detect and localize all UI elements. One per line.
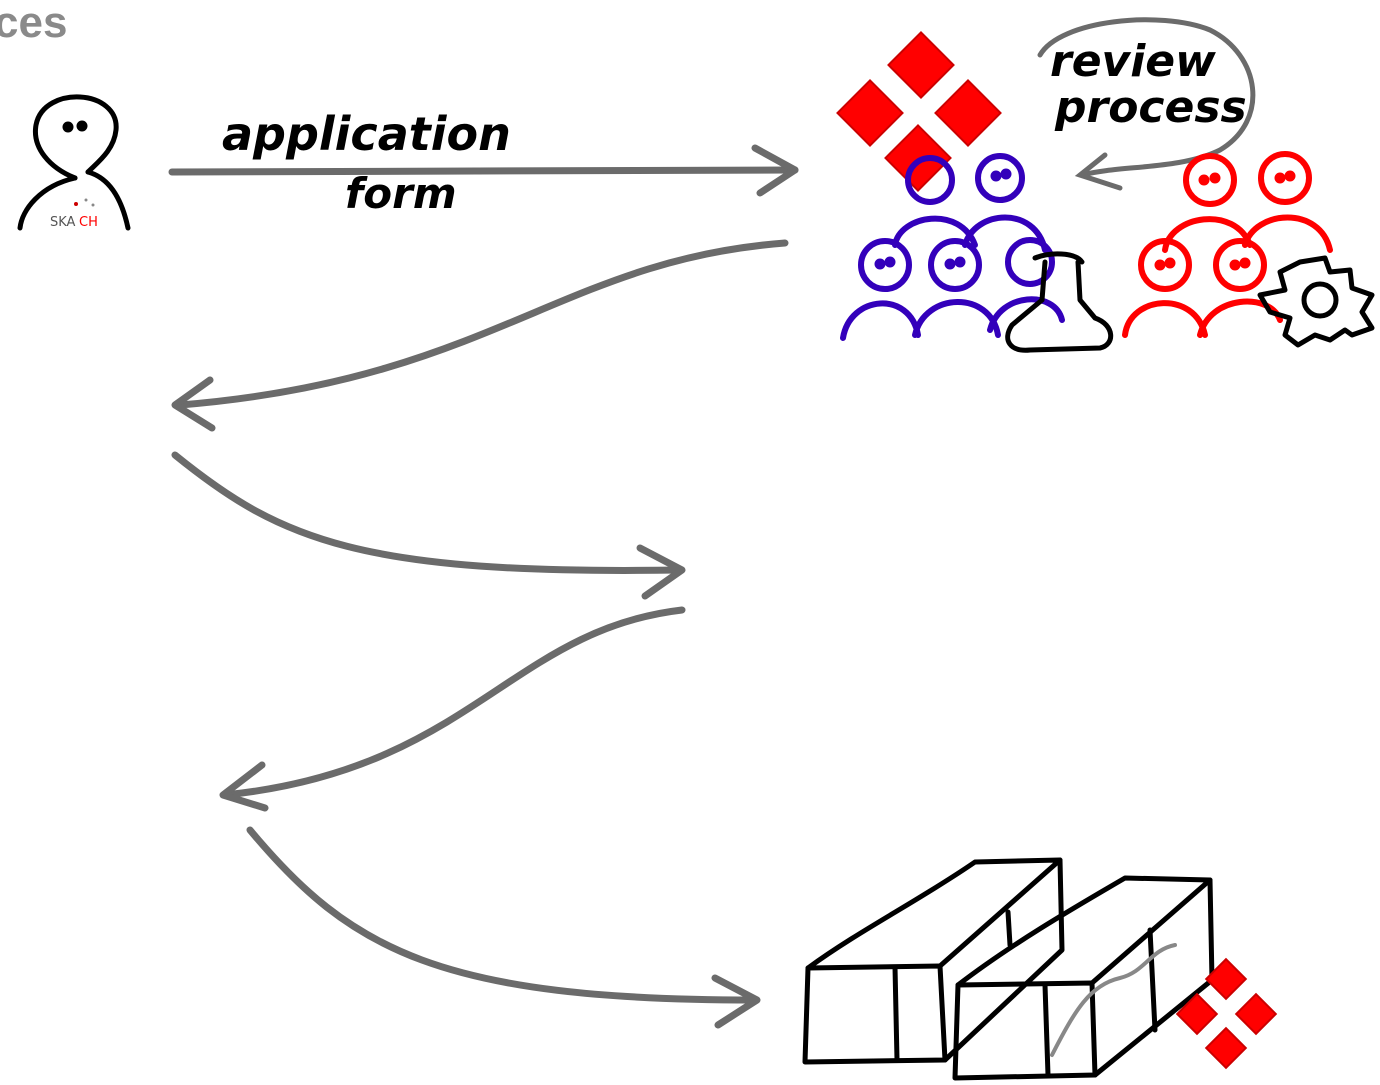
people-group-red-icon [1122,151,1333,338]
data-cubes-icon [802,857,1215,1081]
review-process-label-line2: process [1054,82,1247,133]
flask-icon [1005,251,1114,353]
people-group-purple-icon [840,153,1065,341]
ska-diamond-small-icon [1175,957,1278,1070]
ska-diamond-icon [836,31,1002,192]
flow-arrow-3 [219,606,686,812]
flow-arrow-1 [171,239,789,432]
data-cubes-chart-line [1050,943,1177,1057]
application-form-label-line2: form [345,169,457,218]
ska-logo-icon: SKA CH [50,198,98,230]
person-icon [17,94,131,231]
svg-text:CH: CH [79,215,98,230]
application-form-label-line1: application [222,107,511,161]
flow-arrow-4 [246,826,761,1029]
page-title: ces [0,0,68,47]
flow-arrow-2 [171,451,686,600]
svg-text:SKA: SKA [50,215,76,230]
application-arrow [168,144,799,197]
review-process-label-line1: review [1050,36,1216,87]
gear-icon [1257,255,1375,348]
review-loop-arrow [1037,17,1256,191]
